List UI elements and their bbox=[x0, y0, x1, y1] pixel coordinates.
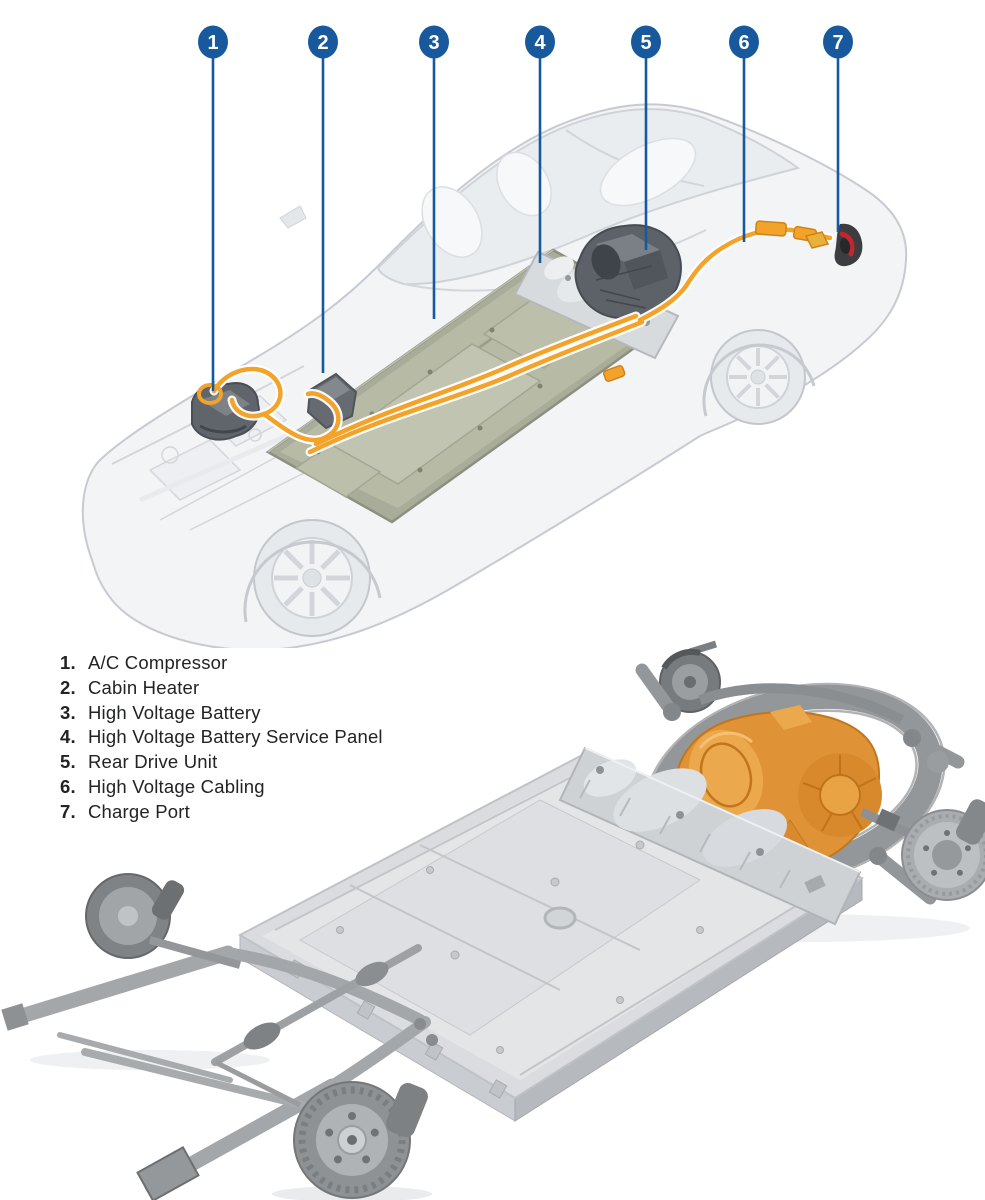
callout-number-7: 7 bbox=[832, 32, 843, 54]
callout-1: 1 bbox=[198, 25, 228, 391]
legend-number: 7. bbox=[60, 800, 76, 822]
front-brake-caliper bbox=[386, 1082, 428, 1138]
callout-marker-5 bbox=[631, 25, 661, 59]
penthouse-fins bbox=[579, 779, 791, 889]
legend-label: High Voltage Battery bbox=[88, 701, 261, 723]
legend-item-6: 6. High Voltage Cabling bbox=[60, 775, 383, 800]
high-voltage-cabling bbox=[197, 220, 835, 457]
legend-number: 5. bbox=[60, 751, 76, 773]
callout-number-4: 4 bbox=[534, 32, 546, 54]
rear-wheel bbox=[702, 329, 816, 425]
pack-oval-handle bbox=[543, 906, 577, 930]
side-mirror bbox=[279, 205, 307, 229]
legend-label: High Voltage Battery Service Panel bbox=[88, 726, 383, 748]
hv-components-cutaway-illustration: 1 2 3 4 5 bbox=[81, 25, 908, 648]
pack-seams bbox=[274, 769, 831, 1076]
legend: 1. A/C Compressor 2. Cabin Heater 3. High V… bbox=[60, 651, 383, 825]
cable-run-b bbox=[307, 319, 645, 455]
callout-7: 7 bbox=[823, 25, 853, 232]
legend-item-2: 2. Cabin Heater bbox=[60, 676, 383, 701]
legend-label: Cabin Heater bbox=[88, 676, 200, 698]
callout-marker-3 bbox=[419, 25, 449, 59]
penthouse-details bbox=[596, 766, 826, 894]
callout-marker-4 bbox=[525, 25, 555, 59]
callout-6: 6 bbox=[729, 25, 759, 242]
legend-label: A/C Compressor bbox=[88, 652, 228, 673]
charge-port-red-trim bbox=[839, 231, 855, 257]
legend-label: Rear Drive Unit bbox=[88, 751, 218, 773]
upper-crossbar bbox=[698, 683, 905, 725]
legend-item-1: 1. A/C Compressor bbox=[60, 651, 383, 676]
legend-label: Charge Port bbox=[88, 800, 190, 822]
callout-2: 2 bbox=[308, 25, 338, 373]
cable-run-a bbox=[313, 313, 639, 447]
callout-5: 5 bbox=[631, 25, 661, 250]
rear-drive-unit bbox=[574, 224, 682, 320]
battery-penthouse bbox=[558, 746, 862, 926]
callout-marker-1 bbox=[198, 25, 228, 59]
gear-housing-ribs bbox=[802, 755, 877, 832]
rail-end-tube bbox=[136, 1146, 200, 1200]
legend-item-4: 4. High Voltage Battery Service Panel bbox=[60, 725, 383, 750]
callout-marker-7 bbox=[823, 25, 853, 59]
front-wheel bbox=[243, 519, 382, 637]
front-subframe bbox=[1, 873, 438, 1200]
charge-port bbox=[834, 223, 863, 267]
legend-label: High Voltage Cabling bbox=[88, 775, 265, 797]
front-left-hub bbox=[85, 873, 242, 969]
compressor-cable-ring bbox=[197, 383, 223, 405]
cable-front-loop bbox=[211, 366, 283, 419]
legend-item-7: 7. Charge Port bbox=[60, 800, 383, 825]
callout-marker-6 bbox=[729, 25, 759, 59]
rear-brake-disc bbox=[901, 799, 985, 901]
chassis-battery-illustration bbox=[1, 640, 985, 1200]
callouts: 1 2 3 4 5 bbox=[198, 25, 853, 391]
cable-heater-link bbox=[261, 391, 341, 443]
callout-3: 3 bbox=[419, 25, 449, 319]
legend-number: 3. bbox=[60, 701, 76, 723]
callout-marker-2 bbox=[308, 25, 338, 59]
legend-item-3: 3. High Voltage Battery bbox=[60, 701, 383, 726]
callout-number-1: 1 bbox=[207, 32, 218, 54]
callout-number-2: 2 bbox=[317, 32, 328, 54]
legend-item-5: 5. Rear Drive Unit bbox=[60, 750, 383, 775]
legend-number: 6. bbox=[60, 775, 76, 797]
legend-number: 4. bbox=[60, 726, 76, 748]
steering-rack bbox=[211, 944, 438, 1108]
legend-number: 2. bbox=[60, 676, 76, 698]
callout-number-6: 6 bbox=[738, 32, 749, 54]
seats bbox=[421, 137, 697, 258]
rail-end-cap bbox=[1, 1003, 29, 1031]
cable-connectors bbox=[602, 220, 830, 382]
callout-number-3: 3 bbox=[428, 32, 439, 54]
callout-number-5: 5 bbox=[640, 32, 651, 54]
front-brake-disc bbox=[293, 1081, 428, 1199]
callout-4: 4 bbox=[525, 25, 555, 263]
legend-number: 1. bbox=[60, 652, 76, 673]
rear-brake-caliper bbox=[956, 799, 985, 845]
